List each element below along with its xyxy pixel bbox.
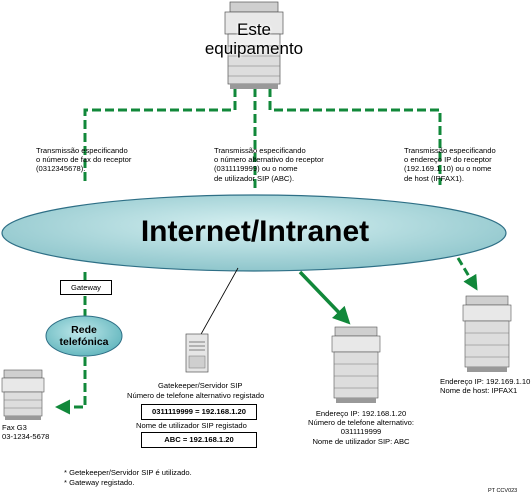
right-receiver-device	[462, 295, 512, 372]
transmission-note-ip: Transmissão especificando o endereço IP …	[404, 146, 496, 183]
gateway-box: Gateway	[60, 280, 112, 295]
internet-intranet-ellipse	[1, 194, 507, 272]
sip-server-icon	[185, 333, 209, 373]
phone-network-ellipse	[45, 315, 123, 357]
sip-server-title: Gatekeeper/Servidor SIP	[158, 381, 243, 390]
internet-intranet-label: Internet/Intranet	[140, 215, 370, 248]
sip-user-label: Nome de utilizador SIP registado	[136, 421, 247, 430]
right-receiver-label: Endereço IP: 192.169.1.10 Nome de host: …	[440, 377, 531, 396]
middle-receiver-label: Endereço IP: 192.168.1.20 Número de tele…	[308, 409, 414, 446]
phone-network-label: Rede telefónica	[59, 324, 109, 348]
footnote-gateway: * Gateway registado.	[64, 478, 135, 487]
sip-user-mapping-box: ABC = 192.168.1.20	[141, 432, 257, 448]
footnote-sip-server: * Getekeeper/Servidor SIP é utilizado.	[64, 468, 192, 477]
transmission-note-fax: Transmissão especificando o número de fa…	[36, 146, 132, 174]
alt-number-mapping-box: 0311119999 = 192.168.1.20	[141, 404, 257, 420]
arrow-to-right-receiver	[456, 257, 478, 291]
figure-code: PT CCV023	[488, 488, 518, 494]
this-machine-label: Este equipamento	[204, 20, 304, 58]
sip-alt-number-label: Número de telefone alternativo registado	[127, 391, 265, 400]
arrow-to-middle-receiver	[298, 270, 351, 325]
fax-g3-device	[1, 369, 45, 420]
device-connection-lines	[83, 88, 442, 190]
gateway-lines	[55, 272, 87, 415]
sip-server-line	[199, 267, 239, 337]
middle-receiver-device	[331, 326, 381, 403]
this-machine-device	[224, 1, 284, 89]
fax-g3-label: Fax G3 03-1234-5678	[2, 423, 50, 442]
transmission-note-sip: Transmissão especificando o número alter…	[214, 146, 324, 183]
